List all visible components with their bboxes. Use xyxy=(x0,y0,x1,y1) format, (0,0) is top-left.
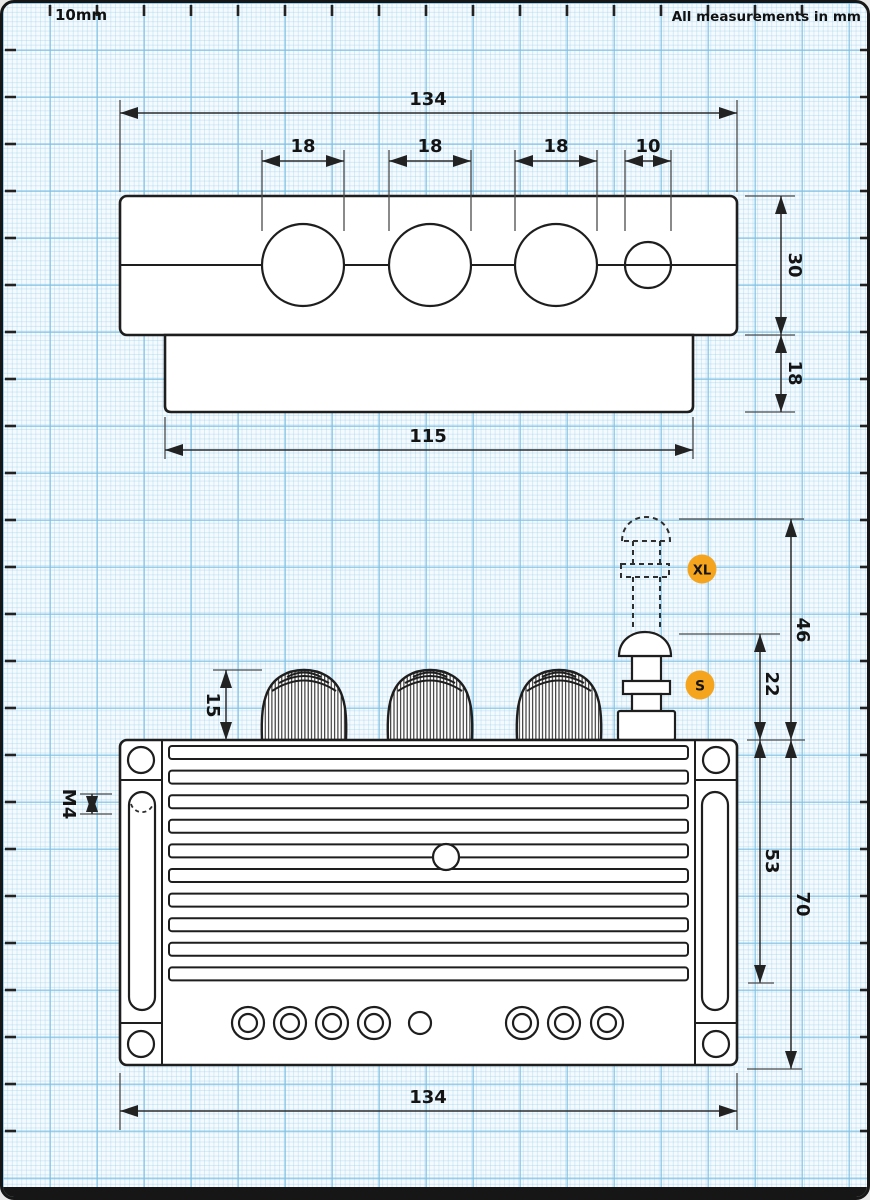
dim-m4-thread: M4 xyxy=(58,789,112,819)
top-view-knob-1 xyxy=(260,222,346,308)
svg-text:18: 18 xyxy=(543,136,568,157)
antenna-s-lower-neck xyxy=(630,692,663,713)
ruler-ticks-top xyxy=(48,5,804,16)
svg-text:115: 115 xyxy=(409,426,447,447)
ruler-ticks-right xyxy=(860,48,867,1133)
antenna-s-base xyxy=(616,709,677,742)
badge-s: S xyxy=(685,670,715,700)
antenna-xl-flange xyxy=(620,563,670,578)
svg-text:134: 134 xyxy=(409,89,447,110)
dim-antenna-heights: 46 22 xyxy=(679,518,813,741)
m4-screw-dashed-circle xyxy=(130,803,154,813)
antenna-s-upper-neck xyxy=(630,654,663,683)
antenna-s-flange xyxy=(621,679,672,696)
dim-knob-height: 15 xyxy=(202,669,262,740)
corner-screw-bottom-left xyxy=(126,1029,156,1059)
front-knob-1 xyxy=(260,668,348,742)
badge-xl-circle xyxy=(687,554,717,584)
svg-text:22: 22 xyxy=(761,671,782,696)
svg-text:53: 53 xyxy=(761,848,782,873)
svg-text:M4: M4 xyxy=(58,789,79,819)
front-knob-3 xyxy=(515,668,603,742)
ruler-ticks-left xyxy=(5,48,16,1133)
dim-knob-diameters: 18 18 18 10 xyxy=(261,136,672,231)
connector-row xyxy=(230,1005,625,1041)
mounting-slot-right xyxy=(700,790,730,1012)
antenna-xl-dashed xyxy=(620,515,672,629)
dim-top-overall-width: 134 xyxy=(119,89,738,192)
antenna-s-cap xyxy=(617,630,673,658)
heatsink-fins xyxy=(168,745,689,982)
corner-screw-top-left xyxy=(126,745,156,775)
svg-text:18: 18 xyxy=(417,136,442,157)
dim-front-overall-width: 134 xyxy=(119,1073,738,1130)
antenna-xl-cap xyxy=(620,515,672,542)
dim-base-width: 115 xyxy=(164,417,694,459)
badge-s-circle xyxy=(685,670,715,700)
units-note: All measurements in mm xyxy=(672,9,861,25)
small-hole xyxy=(407,1010,433,1036)
badge-xl: XL xyxy=(687,554,717,584)
badge-s-label: S xyxy=(695,679,705,695)
svg-text:46: 46 xyxy=(792,617,813,642)
front-view-enclosure xyxy=(118,738,739,1067)
svg-text:134: 134 xyxy=(409,1087,447,1108)
mounting-slot-left xyxy=(127,790,157,1012)
antenna-s xyxy=(616,630,677,742)
top-view-knob-2 xyxy=(387,222,473,308)
top-view-base-housing xyxy=(163,333,695,414)
svg-text:30: 30 xyxy=(784,252,805,277)
svg-text:18: 18 xyxy=(784,360,805,385)
top-view-knob-3 xyxy=(513,222,599,308)
corner-screw-bottom-right xyxy=(701,1029,731,1059)
top-view: 134 18 18 18 10 xyxy=(118,89,805,459)
svg-text:10: 10 xyxy=(635,136,660,157)
front-knob-2 xyxy=(386,668,474,742)
corner-screw-top-right xyxy=(701,745,731,775)
dim-top-heights: 30 18 xyxy=(745,195,805,413)
center-hole xyxy=(431,842,461,872)
badge-xl-label: XL xyxy=(693,564,711,579)
svg-text:15: 15 xyxy=(202,692,223,717)
dim-body-heights: 53 70 xyxy=(747,740,813,1070)
svg-text:18: 18 xyxy=(290,136,315,157)
sheet-bottom-edge xyxy=(3,1187,867,1197)
svg-text:70: 70 xyxy=(792,891,813,916)
ruler-scale-label: 10mm xyxy=(55,6,107,24)
front-view: XL S xyxy=(58,515,813,1130)
technical-drawing: 10mm All measurements in mm 134 xyxy=(5,5,867,1133)
